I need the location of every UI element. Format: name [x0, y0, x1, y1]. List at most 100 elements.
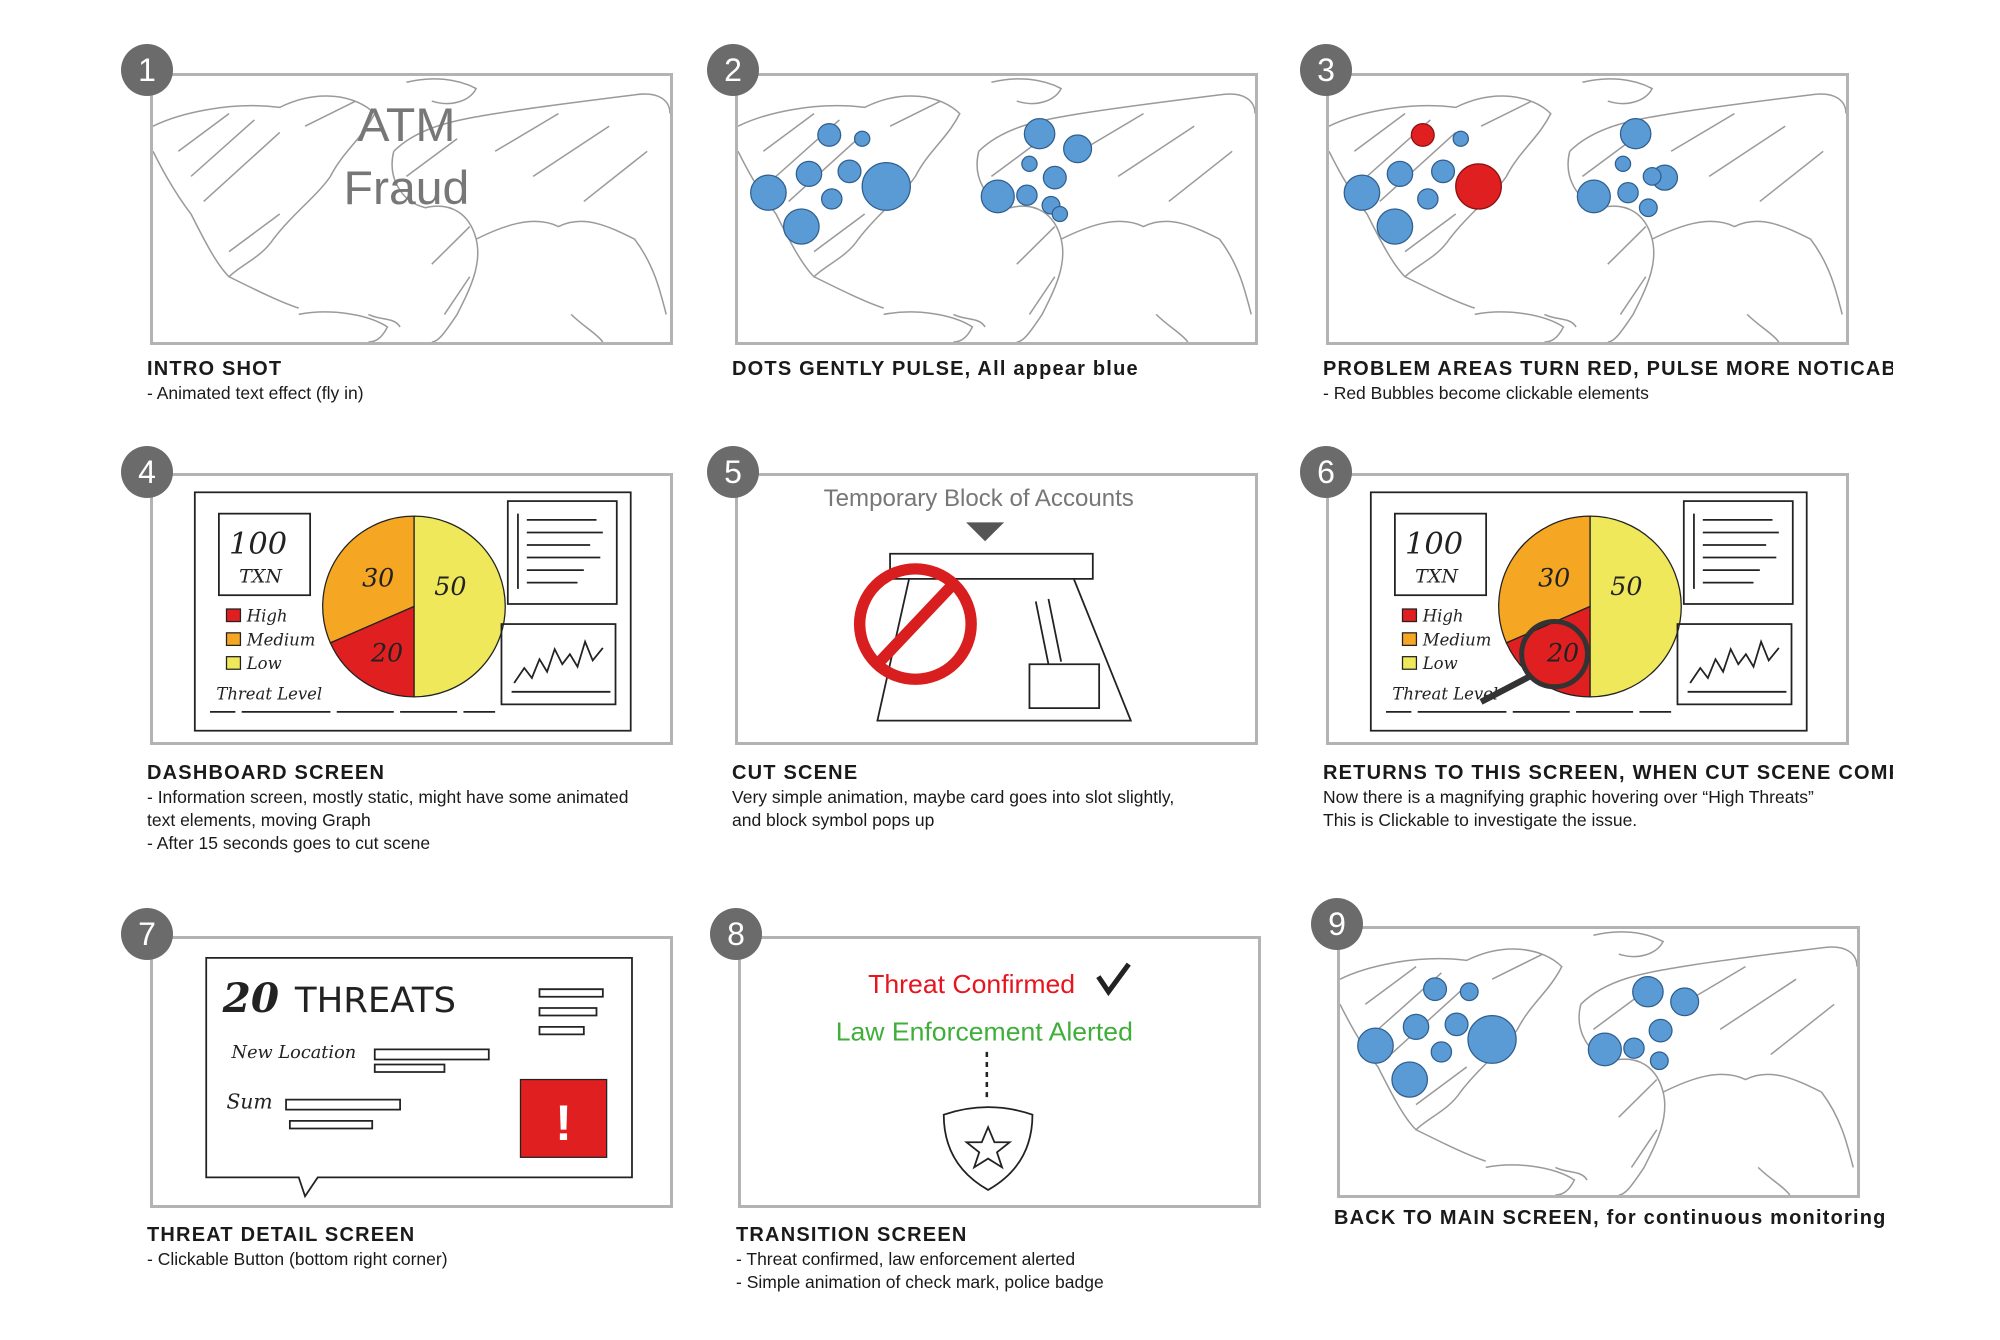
blue-bubble [1632, 976, 1664, 1008]
legend-high: High [246, 607, 288, 626]
blue-bubble [795, 160, 823, 188]
frame-1-intro-shot: ATM Fraud [150, 73, 673, 345]
legend-title: Threat Level [216, 684, 322, 703]
caption-title: THREAT DETAIL SCREEN [147, 1224, 416, 1246]
caption-title: INTRO SHOT [147, 358, 283, 380]
caption-9: BACK TO MAIN SCREEN, for continuous moni… [1334, 1205, 1890, 1231]
frame-number-6: 6 [1300, 446, 1352, 498]
blue-bubble [1642, 166, 1662, 186]
frame-8-transition: Threat Confirmed Law Enforcement Alerted [738, 936, 1261, 1208]
blue-bubble [1391, 1061, 1429, 1098]
frame-number-4: 4 [121, 446, 173, 498]
pie-slice-medium [322, 515, 415, 644]
blue-bubble [1021, 155, 1038, 172]
blue-bubble [1619, 118, 1652, 150]
slice-label-high: 20 [370, 639, 403, 668]
blue-bubble [1648, 1018, 1673, 1043]
frame-5-cut-scene: Temporary Block of Accounts [735, 473, 1258, 745]
frame-number-2: 2 [707, 44, 759, 96]
blue-bubble [1023, 118, 1056, 150]
frame-6-dashboard-magnifier: 100 TXN High Medium Low Threat Level 30 … [1326, 473, 1849, 745]
red-bubble [1455, 163, 1502, 210]
blue-bubble [1519, 619, 1591, 690]
red-bubble [1410, 123, 1435, 147]
blue-bubble [853, 563, 977, 685]
blue-bubble [1016, 184, 1038, 206]
caption-line: Very simple animation, maybe card goes i… [732, 787, 1175, 807]
caption-8: TRANSITION SCREEN - Threat confirmed, la… [736, 1222, 1306, 1294]
blue-bubble [861, 161, 911, 211]
caption-line: - Threat confirmed, law enforcement aler… [736, 1249, 1076, 1269]
blue-bubble [1051, 205, 1069, 223]
caption-title: RETURNS TO THIS SCREEN, WHEN CUT SCENE C… [1323, 762, 1893, 784]
caption-6: RETURNS TO THIS SCREEN, WHEN CUT SCENE C… [1323, 760, 1893, 832]
blue-bubble [1422, 977, 1448, 1002]
pie-slice-low [413, 515, 506, 698]
caption-line: text elements, moving Graph [147, 810, 371, 830]
caption-line: - Simple animation of check mark, police… [736, 1272, 1104, 1292]
blue-bubble [817, 123, 842, 147]
blue-bubble [1431, 159, 1456, 184]
caption-title: CUT SCENE [732, 762, 859, 784]
blue-bubble [1357, 1027, 1394, 1064]
caption-line: - Clickable Button (bottom right corner) [147, 1249, 448, 1269]
blue-bubble [1576, 179, 1611, 214]
threat-count: 20 [222, 974, 279, 1022]
legend-medium: Medium [1422, 630, 1492, 649]
legend-low: Low [1422, 654, 1458, 673]
intro-title-atm: ATM [357, 99, 455, 152]
frame-4-dashboard: 100 TXN High Medium Low Threat Level 30 … [150, 473, 673, 745]
frame-number-8: 8 [710, 908, 762, 960]
caption-title: BACK TO MAIN SCREEN, for continuous moni… [1334, 1207, 1887, 1229]
caption-line: and block symbol pops up [732, 810, 935, 830]
txn-count: 100 [1405, 527, 1463, 562]
caption-line: - Information screen, mostly static, mig… [147, 787, 629, 807]
threat-action-button[interactable]: ! [519, 1078, 608, 1158]
blue-bubble [820, 188, 843, 210]
blue-bubble [837, 159, 862, 184]
police-badge-icon [942, 1106, 1034, 1191]
caption-2: DOTS GENTLY PULSE, All appear blue [732, 356, 1302, 382]
blue-bubble [1587, 1032, 1622, 1067]
blue-bubble [1376, 208, 1414, 245]
caption-line: - Red Bubbles become clickable elements [1323, 383, 1649, 403]
frame-9-main-screen [1337, 926, 1860, 1198]
blue-bubble [1617, 182, 1639, 204]
blue-bubble [1459, 982, 1479, 1002]
blue-bubble [1452, 130, 1470, 147]
txn-count: 100 [229, 527, 287, 562]
blue-bubble [1649, 1051, 1669, 1071]
blue-bubble [1042, 165, 1067, 190]
atm-machine-sketch [876, 552, 1133, 722]
caption-line: Now there is a magnifying graphic hoveri… [1323, 787, 1814, 807]
blue-bubble [782, 208, 820, 245]
frame-number-5: 5 [707, 446, 759, 498]
slice-label-low: 50 [1610, 572, 1642, 601]
magnifier-icon[interactable] [1479, 619, 1591, 705]
bubble-group [750, 118, 1093, 245]
frame-number-9: 9 [1311, 898, 1363, 950]
new-location-label: New Location [231, 1043, 357, 1063]
legend-medium: Medium [246, 630, 316, 649]
frame-7-threat-detail: 20 THREATS New Location Sum ! [150, 936, 673, 1208]
caption-4: DASHBOARD SCREEN - Information screen, m… [147, 760, 717, 855]
legend-low: Low [246, 654, 282, 673]
slice-label-medium: 30 [1538, 564, 1570, 593]
law-enforcement-text: Law Enforcement Alerted [836, 1017, 1133, 1047]
blue-bubble [1402, 1013, 1430, 1041]
caption-line: This is Clickable to investigate the iss… [1323, 810, 1638, 830]
txn-label: TXN [239, 566, 283, 588]
threat-confirmed-text: Threat Confirmed [868, 969, 1075, 999]
sum-label: Sum [226, 1089, 272, 1113]
blue-bubble [1467, 1014, 1517, 1064]
caption-title: PROBLEM AREAS TURN RED, PULSE MORE NOTIC… [1323, 358, 1893, 380]
threats-label: THREATS [294, 980, 456, 1021]
slice-label-medium: 30 [362, 564, 394, 593]
caption-1: INTRO SHOT - Animated text effect (fly i… [147, 356, 717, 405]
pie-slice-high [329, 605, 415, 698]
blue-bubble [1343, 174, 1381, 211]
slice-label-low: 50 [434, 572, 466, 601]
exclamation-icon: ! [555, 1094, 572, 1151]
txn-label: TXN [1415, 566, 1459, 588]
frame-number-1: 1 [121, 44, 173, 96]
